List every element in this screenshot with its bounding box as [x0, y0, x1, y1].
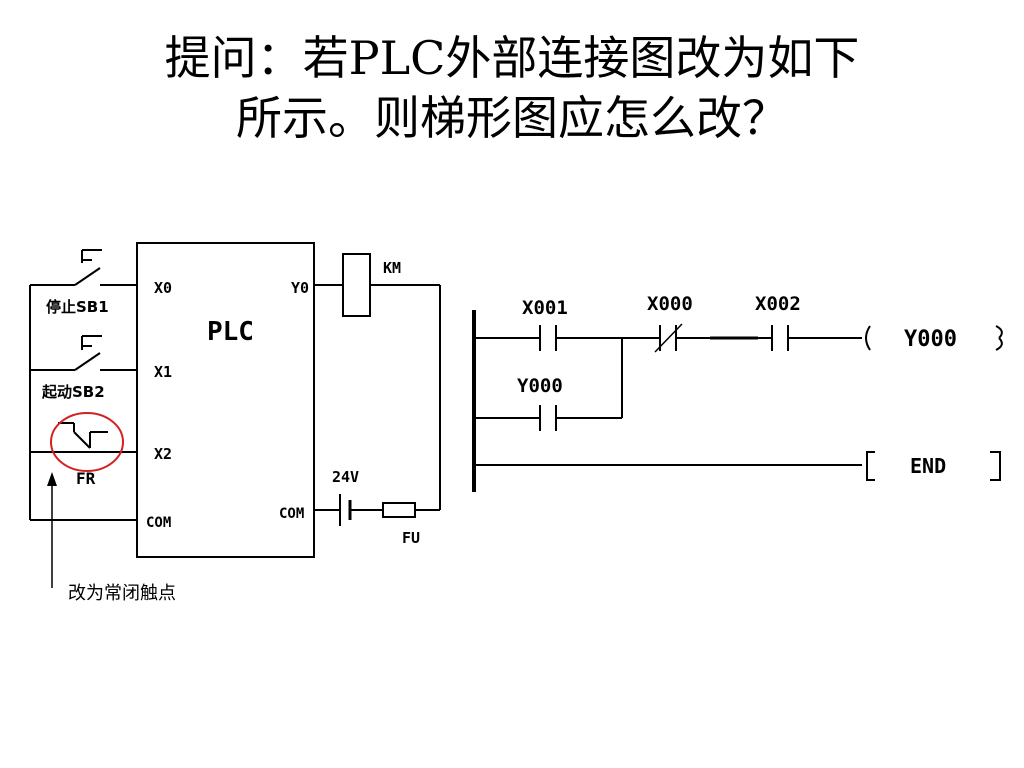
wiring-diagram — [29, 242, 441, 588]
supply-label: 24V — [332, 468, 359, 486]
overload-relay-fr-contact — [30, 422, 137, 453]
fuse-fu — [382, 502, 416, 518]
plc-label: PLC — [207, 317, 254, 347]
ladder-coil-label: Y000 — [904, 327, 957, 352]
end-right-bracket — [990, 451, 1001, 481]
coil-left-paren — [865, 325, 871, 351]
fr-highlight-circle — [50, 412, 124, 472]
terminal-x0-label: X0 — [154, 279, 172, 297]
rung-1 — [474, 323, 1003, 431]
stop-switch-sb1 — [30, 249, 137, 286]
ladder-y000-contact-label: Y000 — [517, 375, 563, 397]
annotation-text: 改为常闭触点 — [68, 583, 176, 604]
end-left-bracket — [866, 451, 875, 481]
plc-box — [136, 242, 315, 558]
terminal-x2-label: X2 — [154, 445, 172, 463]
arrow-head — [47, 472, 57, 486]
rung-2 — [474, 451, 1001, 481]
title-line-1: 提问：若PLC外部连接图改为如下 — [164, 31, 860, 85]
start-switch-sb2 — [30, 335, 137, 371]
fr-label: FR — [76, 469, 96, 488]
terminal-x1-label: X1 — [154, 363, 172, 381]
title-line-2: 所示。则梯形图应怎么改？ — [236, 91, 788, 145]
km-coil — [342, 253, 371, 317]
ladder-diagram — [472, 310, 1003, 492]
terminal-y0-label: Y0 — [291, 279, 309, 297]
ladder-x002-label: X002 — [755, 293, 801, 315]
output-circuit — [314, 253, 441, 526]
sb1-label: 停止SB1 — [46, 298, 109, 316]
km-label: KM — [383, 259, 401, 277]
fuse-label: FU — [402, 529, 420, 547]
ladder-end-label: END — [910, 454, 946, 478]
output-com-label: COM — [279, 506, 304, 522]
ladder-x000-label: X000 — [647, 293, 693, 315]
coil-right-paren — [995, 325, 1003, 351]
ladder-x001-label: X001 — [522, 297, 568, 319]
input-com-label: COM — [146, 515, 171, 531]
sb2-label: 起动SB2 — [41, 383, 105, 401]
slide-title: 提问：若PLC外部连接图改为如下 所示。则梯形图应怎么改？ — [0, 28, 1024, 148]
